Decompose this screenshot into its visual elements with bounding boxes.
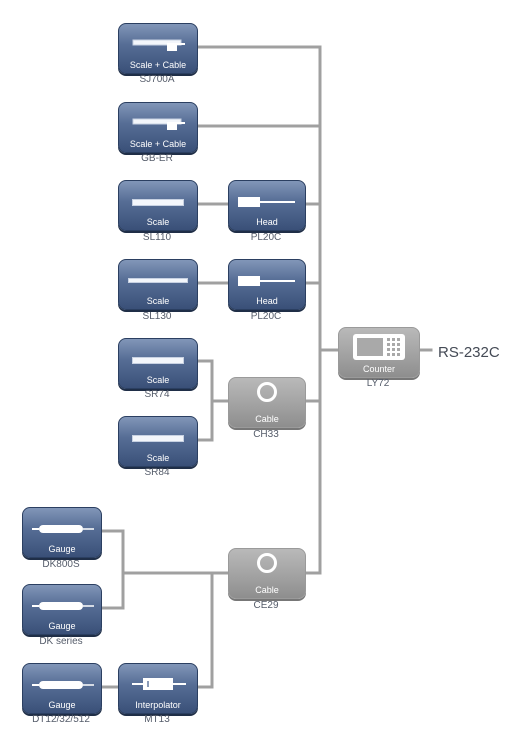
gauge-dt12[interactable]: Gauge — [22, 663, 102, 714]
node-label: Scale — [146, 375, 170, 385]
node-caption: SL130 — [142, 311, 172, 322]
wire-mt13-up — [194, 571, 214, 689]
node-label: Interpolator — [135, 700, 181, 710]
node-label: Cable — [255, 585, 279, 595]
node-caption: PL20C — [250, 311, 282, 322]
node-caption: SR74 — [144, 389, 170, 400]
node-caption: MT13 — [144, 714, 170, 725]
node-label: Scale — [146, 453, 170, 463]
gauge-icon — [32, 602, 94, 610]
rs232c-output-label: RS-232C — [438, 344, 500, 361]
scale-icon — [132, 357, 184, 364]
node-caption: DT12/32/512 — [32, 714, 90, 725]
scale-cable-icon — [132, 39, 185, 51]
scale-cable-icon — [132, 118, 185, 130]
cable-ch33[interactable]: Cable — [228, 377, 306, 428]
gauge-dk-series[interactable]: Gauge — [22, 584, 102, 635]
interpolator-mt13[interactable]: Interpolator — [118, 663, 198, 714]
head-icon — [238, 197, 295, 207]
cable-ce29[interactable]: Cable — [228, 548, 306, 599]
scale-icon — [132, 199, 184, 206]
node-label: Gauge — [48, 700, 76, 710]
scale-icon — [128, 278, 188, 283]
node-caption: CH33 — [253, 429, 279, 440]
node-caption: SL110 — [142, 232, 172, 243]
node-caption: SJ700A — [139, 74, 175, 85]
scale-cable-gb-er[interactable]: Scale + Cable — [118, 102, 198, 153]
scale-sl110[interactable]: Scale — [118, 180, 198, 231]
node-caption: DK800S — [42, 559, 80, 570]
node-caption: DK series — [39, 636, 83, 647]
gauge-dk800s[interactable]: Gauge — [22, 507, 102, 558]
node-label: Cable — [255, 414, 279, 424]
node-label: Counter — [362, 364, 396, 374]
scale-sr74[interactable]: Scale — [118, 338, 198, 389]
counter-ly72[interactable]: Counter — [338, 327, 420, 378]
gauge-icon — [32, 525, 94, 533]
scale-sr84[interactable]: Scale — [118, 416, 198, 467]
wire-dk-join — [99, 529, 125, 610]
scale-cable-sj700a[interactable]: Scale + Cable — [118, 23, 198, 74]
cable-connector-icon — [257, 382, 277, 402]
head-pl20c[interactable]: Head — [228, 180, 306, 231]
node-label: Scale + Cable — [129, 139, 187, 149]
interpolator-icon — [132, 678, 186, 690]
head-pl20c[interactable]: Head — [228, 259, 306, 310]
gauge-icon — [32, 681, 94, 689]
counter-display-icon — [353, 334, 405, 360]
cable-connector-icon — [257, 553, 277, 573]
node-label: Gauge — [48, 544, 76, 554]
node-caption: CE29 — [253, 600, 279, 611]
scale-sl130[interactable]: Scale — [118, 259, 198, 310]
node-caption: PL20C — [250, 232, 282, 243]
node-caption: SR84 — [144, 467, 170, 478]
node-caption: GB-ER — [141, 153, 173, 164]
node-label: Head — [256, 217, 278, 227]
scale-icon — [132, 435, 184, 442]
node-label: Scale — [146, 217, 170, 227]
node-label: Scale + Cable — [129, 60, 187, 70]
node-label: Gauge — [48, 621, 76, 631]
node-caption: LY72 — [366, 378, 390, 389]
node-label: Scale — [146, 296, 170, 306]
head-icon — [238, 276, 295, 286]
node-label: Head — [256, 296, 278, 306]
